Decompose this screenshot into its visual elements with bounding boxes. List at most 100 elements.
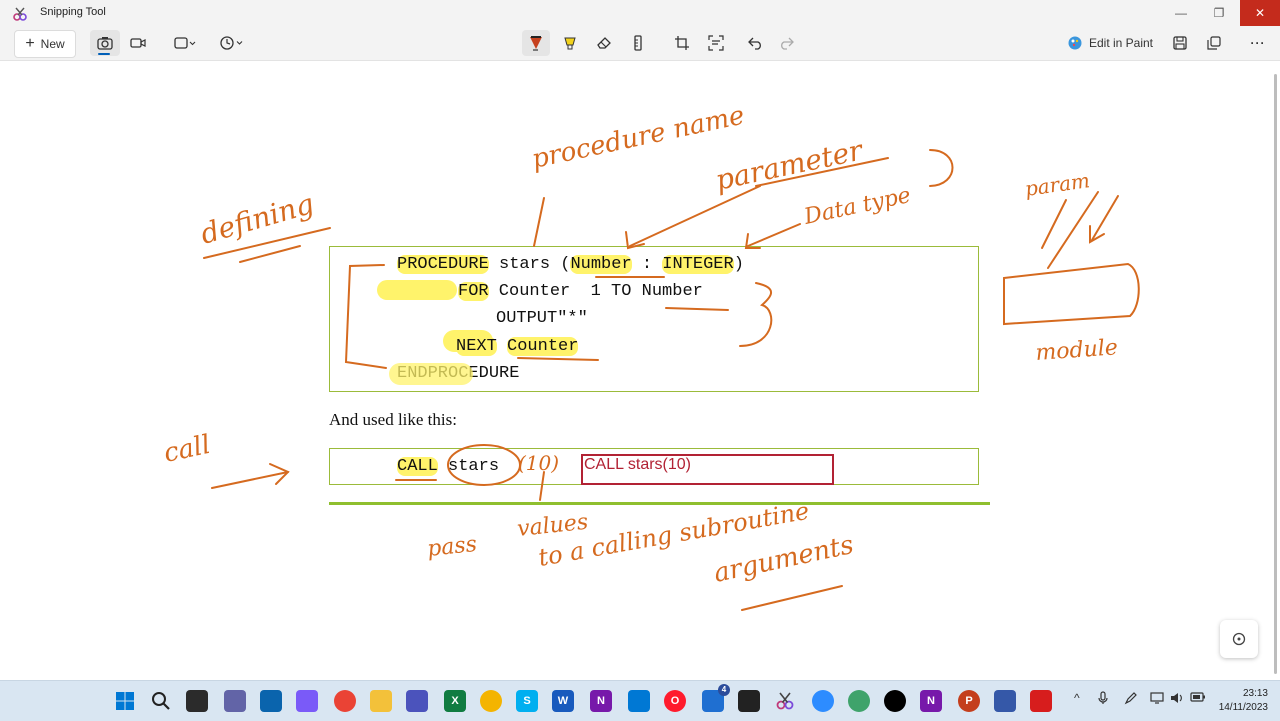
paint-icon [1068, 36, 1082, 50]
powerpoint-icon[interactable]: P [958, 690, 980, 712]
highlight-stroke [377, 280, 457, 300]
clock-icon [220, 36, 243, 50]
chevron-up-icon[interactable]: ^ [1074, 691, 1080, 705]
video-mode-button[interactable] [124, 30, 152, 56]
start-button[interactable] [114, 690, 136, 712]
active-indicator [98, 53, 110, 55]
text-actions-icon [708, 35, 724, 51]
app-icon[interactable] [480, 690, 502, 712]
search-button[interactable] [150, 690, 172, 712]
close-button[interactable]: ✕ [1240, 0, 1280, 26]
close-icon: ✕ [1254, 6, 1266, 20]
clock-time: 23:13 [1242, 688, 1268, 699]
highlight-stroke [389, 363, 473, 385]
snipping-tool-taskbar-icon[interactable] [774, 690, 796, 712]
onenote-icon[interactable]: N [590, 690, 612, 712]
clock-date: 14/11/2023 [1218, 702, 1268, 713]
space [497, 337, 507, 356]
todo-icon[interactable]: 4 [702, 684, 730, 712]
copy-icon [1207, 36, 1221, 50]
camera-icon [97, 37, 113, 50]
pen-tray-icon[interactable] [1124, 691, 1138, 708]
toolbar: + New Edit in Paint [0, 26, 1280, 61]
snip-shape-dropdown[interactable] [168, 30, 202, 56]
keyword-call: CALL [397, 457, 438, 476]
keyword-procedure: PROCEDURE [397, 255, 489, 274]
code-line-2: FOR Counter 1 TO Number [458, 282, 703, 301]
tiktok-icon[interactable] [884, 690, 906, 712]
vertical-scrollbar[interactable] [1272, 64, 1278, 676]
eraser-button[interactable] [590, 30, 618, 56]
acrobat-icon[interactable] [1030, 690, 1052, 712]
undo-button[interactable] [742, 30, 770, 56]
snip-canvas[interactable] [0, 61, 1272, 678]
code-line-1: PROCEDURE stars (Number : INTEGER) [397, 255, 744, 274]
crop-button[interactable] [668, 30, 696, 56]
call-line: CALL stars [397, 457, 499, 476]
code-line-3: OUTPUT"*" [496, 309, 588, 328]
redo-icon [781, 37, 794, 50]
floating-action-button[interactable] [1220, 620, 1258, 658]
ballpoint-pen-button[interactable] [522, 30, 550, 56]
edit-in-paint-label: Edit in Paint [1088, 36, 1154, 50]
highlighter-button[interactable] [556, 30, 584, 56]
colon: : [631, 255, 663, 274]
for-rest: Counter 1 TO Number [488, 282, 703, 301]
red-box-text: CALL stars(10) [584, 456, 691, 473]
snipping-tool-icon [13, 7, 27, 21]
screenshot-mode-button[interactable] [90, 30, 120, 56]
microphone-icon[interactable] [1098, 691, 1108, 708]
plus-icon: + [25, 35, 35, 52]
opera-icon[interactable]: O [664, 690, 686, 712]
chat-icon[interactable] [224, 690, 246, 712]
system-clock[interactable]: 23:13 14/11/2023 [1212, 687, 1268, 715]
close-paren: ) [733, 255, 744, 274]
volume-icon[interactable] [1170, 691, 1184, 708]
crop-icon [675, 36, 689, 50]
new-button[interactable]: + New [14, 30, 76, 58]
speedometer-icon[interactable] [738, 690, 760, 712]
minimize-button[interactable]: — [1160, 0, 1202, 26]
excel-icon[interactable]: X [444, 690, 466, 712]
redo-button[interactable] [772, 30, 800, 56]
notepad-icon[interactable] [994, 690, 1016, 712]
chrome-icon[interactable] [334, 690, 356, 712]
pen-icon [530, 36, 542, 51]
word-icon[interactable]: W [552, 690, 574, 712]
skype-icon[interactable]: S [516, 690, 538, 712]
title-bar: Snipping Tool — ❐ ✕ [0, 0, 1280, 26]
copy-button[interactable] [1200, 30, 1228, 56]
param-number: Number [570, 255, 632, 274]
new-button-label: New [40, 37, 65, 51]
zoom-icon[interactable] [812, 690, 834, 712]
app-icon[interactable] [296, 690, 318, 712]
save-icon [1173, 36, 1187, 50]
calendar-icon[interactable] [628, 690, 650, 712]
notification-badge: 4 [718, 684, 730, 696]
app-icon[interactable] [848, 690, 870, 712]
highlighter-icon [564, 37, 576, 50]
delay-dropdown[interactable] [214, 30, 250, 56]
scrollbar-thumb[interactable] [1274, 74, 1277, 674]
maximize-button[interactable]: ❐ [1198, 0, 1240, 26]
onenote-icon[interactable]: N [920, 690, 942, 712]
var-counter: Counter [507, 337, 579, 356]
mail-icon[interactable] [260, 690, 282, 712]
scissors-icon [776, 692, 794, 710]
save-button[interactable] [1166, 30, 1194, 56]
file-explorer-icon[interactable] [370, 690, 392, 712]
maximize-icon: ❐ [1213, 6, 1225, 20]
teams-icon[interactable] [406, 690, 428, 712]
task-view-icon[interactable] [186, 690, 208, 712]
proc-name: stars ( [488, 255, 571, 274]
rectangle-snip-icon [174, 37, 196, 49]
keyword-for: FOR [458, 282, 489, 301]
battery-icon[interactable] [1190, 691, 1206, 706]
more-options-button[interactable]: ··· [1244, 30, 1272, 56]
taskbar: X S W N O 4 N P ^ 23:13 14/11/2023 [0, 680, 1280, 721]
minimize-icon: — [1175, 6, 1187, 20]
monitor-icon[interactable] [1150, 691, 1164, 708]
text-actions-button[interactable] [702, 30, 730, 56]
ruler-button[interactable] [624, 30, 652, 56]
edit-in-paint-button[interactable]: Edit in Paint [1064, 30, 1156, 56]
